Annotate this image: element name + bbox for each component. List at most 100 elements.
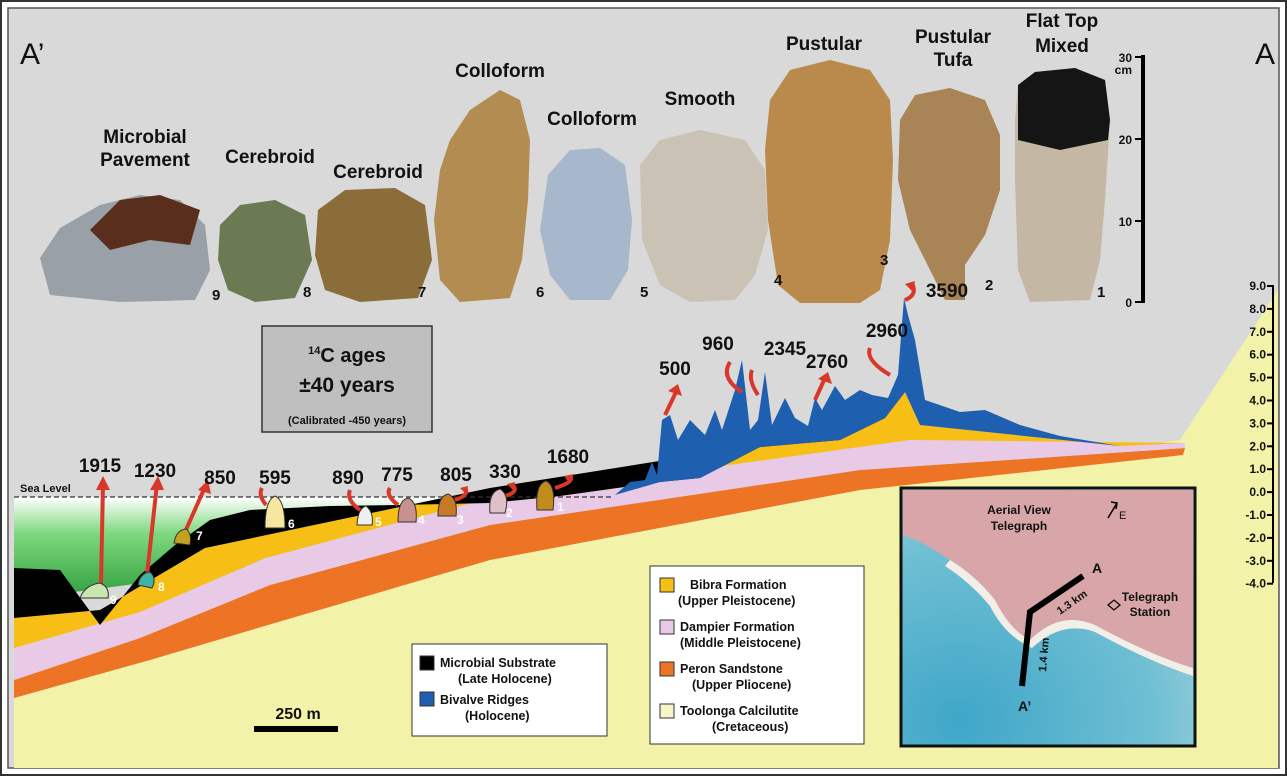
legend-item-bibra-formation-age: (Upper Pleistocene) [678, 594, 795, 608]
photo-scale-label: 10 [1119, 215, 1133, 229]
distance-scale-label: 250 m [275, 706, 320, 723]
section-marker-number: 9 [110, 593, 117, 607]
photo-number-4: 4 [774, 272, 783, 289]
photo-number-1: 1 [1097, 284, 1105, 301]
section-marker-number: 6 [288, 517, 295, 531]
north-arrow-label: E [1119, 510, 1126, 522]
age-label: 775 [381, 465, 413, 486]
legend-swatch-bivalve-ridges [420, 692, 434, 706]
inset-title: Aerial View [987, 503, 1051, 517]
specimen-label-8: Cerebroid [225, 147, 315, 168]
specimen-label-4: Smooth [665, 89, 736, 110]
specimen-label-9-line2: Pavement [100, 150, 190, 171]
elevation-tick-label: 9.0 [1249, 279, 1266, 293]
elevation-tick-label: 8.0 [1249, 302, 1266, 316]
elevation-tick-label: 1.0 [1249, 462, 1266, 476]
legend-item-toolonga-calcilutite-age: (Cretaceous) [712, 720, 788, 734]
age-label: 500 [659, 359, 691, 380]
sea-level-label: Sea Level [20, 483, 71, 495]
section-marker-number: 5 [375, 515, 382, 529]
legend-swatch-peron-sandstone [660, 662, 674, 676]
elevation-tick-label: 4.0 [1249, 394, 1266, 408]
legend-swatch-bibra-formation [660, 578, 674, 592]
specimen-label-1: Flat Top [1026, 11, 1098, 32]
legend-item-peron-sandstone: Peron Sandstone [680, 662, 783, 676]
inset-point-a-prime: A’ [1018, 698, 1031, 714]
age-box-uncertainty: ±40 years [299, 374, 395, 397]
legend-left: Microbial Substrate (Late Holocene) Biva… [412, 644, 607, 736]
legend-item-toolonga-calcilutite: Toolonga Calcilutite [680, 704, 799, 718]
elevation-tick-label: 5.0 [1249, 371, 1266, 385]
elevation-tick-label: 0.0 [1249, 485, 1266, 499]
section-marker-number: 8 [158, 580, 165, 594]
age-label: 1680 [547, 447, 589, 468]
specimen-label-7: Cerebroid [333, 162, 423, 183]
distance-scale-bar [254, 726, 338, 732]
age-label: 2760 [806, 352, 848, 373]
specimen-photo-3 [765, 60, 893, 303]
specimen-photo-7 [315, 188, 432, 302]
section-label-a: A [1255, 38, 1275, 71]
photo-number-5: 5 [640, 284, 648, 301]
age-label: 890 [332, 468, 364, 489]
legend-item-microbial-substrate-age: (Late Holocene) [458, 672, 552, 686]
specimen-label-2-line2: Tufa [934, 50, 973, 71]
legend-swatch-toolonga-calcilutite [660, 704, 674, 718]
age-label: 805 [440, 465, 472, 486]
elevation-tick-label: 2.0 [1249, 439, 1266, 453]
legend-item-dampier-formation: Dampier Formation [680, 620, 795, 634]
legend-item-peron-sandstone-age: (Upper Pliocene) [692, 678, 791, 692]
elevation-tick-label: -4.0 [1245, 577, 1266, 591]
photo-number-8: 8 [303, 284, 311, 301]
specimen-photo-4 [640, 130, 768, 302]
age-label: 1915 [79, 456, 122, 477]
legend-item-bivalve-ridges-age: (Holocene) [465, 709, 530, 723]
age-box-title: 14C ages [308, 345, 386, 367]
legend-item-bivalve-ridges: Bivalve Ridges [440, 693, 529, 707]
legend-swatch-microbial-substrate [420, 656, 434, 670]
specimen-photo-8 [218, 200, 312, 302]
legend-item-dampier-formation-age: (Middle Pleistocene) [680, 636, 801, 650]
specimen-label-5: Colloform [547, 109, 637, 130]
photo-number-7: 7 [418, 284, 426, 301]
age-arrow-1915 [101, 484, 103, 584]
section-marker-number: 2 [506, 506, 513, 520]
legend-right: Bibra Formation (Upper Pleistocene) Damp… [650, 566, 864, 744]
legend-item-bibra-formation: Bibra Formation [690, 578, 787, 592]
section-label-a-prime: A’ [20, 38, 44, 71]
age-label: 3590 [926, 281, 968, 302]
telegraph-station-label: Telegraph [1122, 590, 1178, 604]
age-label: 1230 [134, 461, 176, 482]
specimen-photo-1-cap [1018, 68, 1110, 150]
specimen-photo-5 [540, 148, 632, 300]
elevation-tick-label: 6.0 [1249, 348, 1266, 362]
age-label: 850 [204, 468, 236, 489]
age-label: 2960 [866, 321, 908, 342]
specimen-label-3: Pustular [786, 34, 863, 55]
telegraph-station-label-line2: Station [1130, 605, 1171, 619]
elevation-tick-label: 3.0 [1249, 416, 1266, 430]
photo-scale-unit: cm [1115, 63, 1132, 77]
inset-title-line2: Telegraph [991, 519, 1047, 533]
age-label: 330 [489, 462, 521, 483]
specimen-label-2: Pustular [915, 27, 992, 48]
legend-swatch-dampier-formation [660, 620, 674, 634]
photo-scale-label: 20 [1119, 133, 1133, 147]
specimen-label-1-line2: Mixed [1035, 36, 1089, 57]
photo-number-6: 6 [536, 284, 544, 301]
age-label: 595 [259, 468, 291, 489]
elevation-tick-label: 7.0 [1249, 325, 1266, 339]
photo-number-2: 2 [985, 277, 993, 294]
age-label: 960 [702, 334, 734, 355]
age-box-calibration: (Calibrated -450 years) [288, 415, 406, 427]
legend-item-microbial-substrate: Microbial Substrate [440, 656, 556, 670]
photo-scale-label: 0 [1125, 296, 1132, 310]
photo-number-3: 3 [880, 252, 888, 269]
elevation-tick-label: -3.0 [1245, 554, 1266, 568]
section-marker-number: 4 [418, 513, 425, 527]
section-marker-number: 7 [196, 529, 203, 543]
age-label: 2345 [764, 339, 807, 360]
aerial-view-inset: E Aerial View Telegraph A A’ Telegraph S… [901, 488, 1195, 746]
